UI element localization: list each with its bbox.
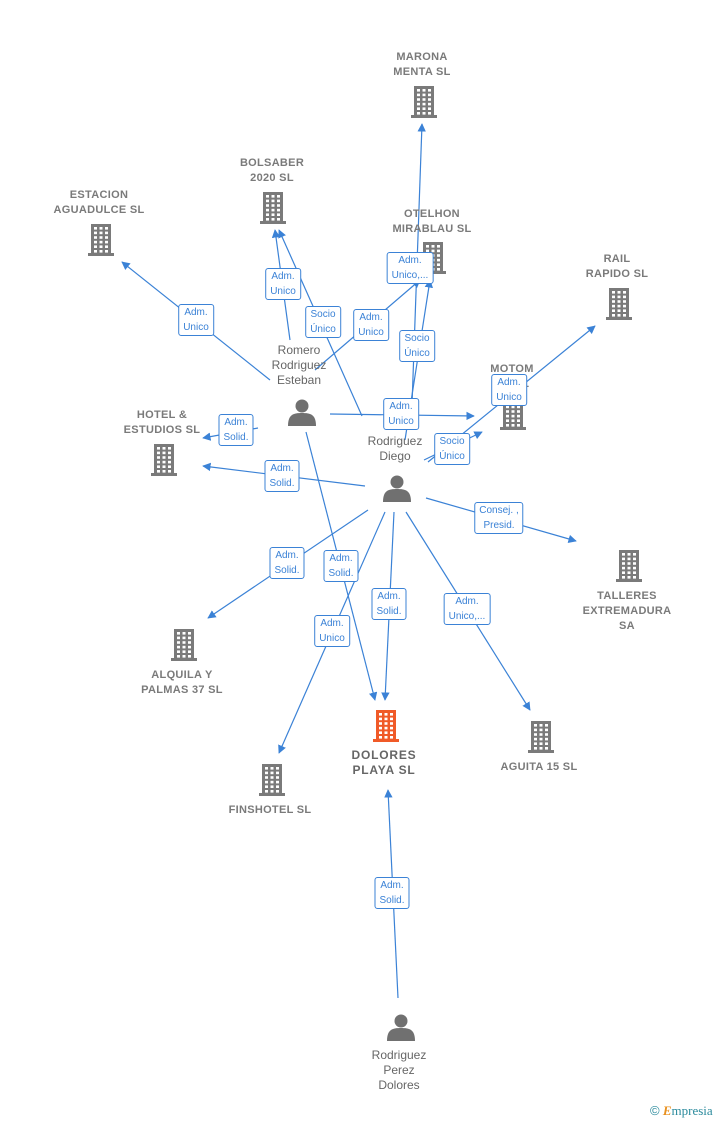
relation-label[interactable]: Adm. Solid. (374, 877, 410, 909)
relation-label[interactable]: Adm. Unico,... (386, 252, 434, 284)
building-icon[interactable] (528, 721, 554, 753)
building-icon[interactable] (606, 288, 632, 320)
company-label-otelhon[interactable]: OTELHON MIRABLAU SL (392, 208, 472, 235)
empresia-logo[interactable]: © Empresia (650, 1103, 713, 1118)
building-icon[interactable] (88, 224, 114, 256)
person-label-romero[interactable]: Romero Rodriguez Esteban (271, 343, 327, 387)
relation-label[interactable]: Socio Único (434, 433, 470, 465)
building-icon[interactable] (259, 764, 285, 796)
relation-label[interactable]: Socio Único (305, 306, 341, 338)
person-icon[interactable] (387, 1014, 415, 1042)
relation-label[interactable]: Adm. Solid. (218, 414, 254, 446)
person-label-diego[interactable]: R Rodriguez Diego (367, 419, 423, 463)
relation-label[interactable]: Adm. Unico (491, 374, 527, 406)
relation-label[interactable]: Adm. Unico,... (443, 593, 491, 625)
building-icon[interactable] (411, 86, 437, 118)
building-icon[interactable] (616, 550, 642, 582)
relation-label[interactable]: Adm. Unico (353, 309, 389, 341)
building-icon[interactable] (373, 710, 399, 742)
company-label-alquila[interactable]: ALQUILA Y PALMAS 37 SL (141, 669, 223, 696)
person-icon[interactable] (288, 399, 316, 427)
relation-label[interactable]: Consej. , Presid. (474, 502, 524, 534)
company-label-bolsaber[interactable]: BOLSABER 2020 SL (239, 157, 305, 184)
relation-label[interactable]: Adm. Unico (383, 398, 419, 430)
person-icon[interactable] (383, 475, 411, 503)
building-icon[interactable] (151, 444, 177, 476)
relation-label[interactable]: Adm. Unico (178, 304, 214, 336)
company-label-dolores[interactable]: DOLORES PLAYA SL (351, 748, 417, 777)
relation-label[interactable]: Socio Único (399, 330, 435, 362)
company-label-rail[interactable]: RAIL RAPIDO SL (585, 253, 649, 280)
relation-label[interactable]: Adm. Solid. (323, 550, 359, 582)
building-icon[interactable] (171, 629, 197, 661)
company-label-finshotel[interactable]: FINSHOTEL SL (228, 804, 312, 816)
building-icon[interactable] (500, 398, 526, 430)
relation-label[interactable]: Adm. Solid. (371, 588, 407, 620)
company-label-marona[interactable]: MARONA MENTA SL (393, 51, 451, 78)
relation-label[interactable]: Adm. Solid. (264, 460, 300, 492)
company-label-estacion[interactable]: ESTACION AGUADULCE SL (53, 189, 145, 216)
building-icon[interactable] (260, 192, 286, 224)
relation-label[interactable]: Adm. Unico (314, 615, 350, 647)
company-label-talleres[interactable]: TALLERES EXTREMADURA SA (582, 590, 672, 632)
relation-label[interactable]: Adm. Unico (265, 268, 301, 300)
relation-label[interactable]: Adm. Solid. (269, 547, 305, 579)
company-label-aguita[interactable]: AGUITA 15 SL (500, 761, 578, 773)
person-label-perez[interactable]: Rodriguez Perez Dolores (371, 1048, 427, 1092)
company-label-hotel[interactable]: HOTEL & ESTUDIOS SL (123, 409, 201, 436)
